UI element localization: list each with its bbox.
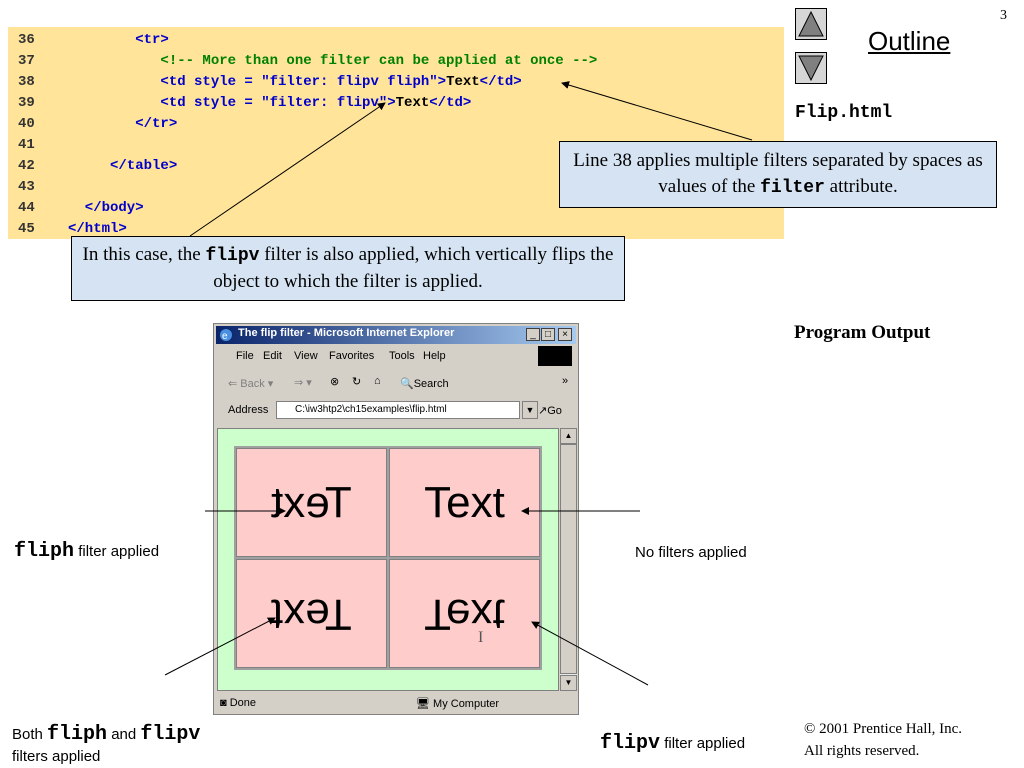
arrow-callout-line38 <box>561 81 753 141</box>
code-text: </html> <box>68 221 127 237</box>
line-number: 37 <box>18 53 35 69</box>
line-number: 45 <box>18 221 35 237</box>
menu-file[interactable]: File <box>236 350 254 362</box>
menu-view[interactable]: View <box>294 350 318 362</box>
flip-table: Text Text Text Text <box>234 446 542 670</box>
address-bar: Address C:\iw3htp2\ch15examples\flip.htm… <box>216 398 576 422</box>
svg-text:e: e <box>222 331 228 342</box>
next-slide-button[interactable] <box>795 52 827 84</box>
code-text: <!-- More than one filter can be applied… <box>68 53 598 69</box>
toolbar: ⇐ Back ▾ ⇒ ▾ ⊗ ↻ ⌂ 🔍Search » <box>216 372 576 396</box>
code-text: <tr> <box>68 32 169 48</box>
address-dropdown-button[interactable]: ▼ <box>522 401 538 419</box>
status-zone: 🖥 My Computer <box>416 698 500 710</box>
line-number: 41 <box>18 137 35 153</box>
line-number: 44 <box>18 200 35 216</box>
flipv-fliph-cell: Text <box>236 559 387 668</box>
menu-tools[interactable]: Tools <box>389 350 415 362</box>
ie-icon: e <box>219 328 233 342</box>
home-icon[interactable]: ⌂ <box>374 375 381 387</box>
code-text: </table> <box>68 158 178 174</box>
toolbar-more-icon[interactable]: » <box>562 375 569 387</box>
minimize-button[interactable]: _ <box>526 328 540 341</box>
browser-window: e The flip filter - Microsoft Internet E… <box>213 323 579 715</box>
flipv-annotation: flipv filter applied <box>600 732 746 755</box>
arrow-callout-flipv <box>189 102 386 237</box>
forward-button[interactable]: ⇒ ▾ <box>294 377 312 389</box>
code-text: </body> <box>68 200 144 216</box>
nofilters-annotation: No filters applied <box>635 544 747 561</box>
callout-line38: Line 38 applies multiple filters separat… <box>559 141 997 208</box>
program-output-heading: Program Output <box>794 322 931 343</box>
line-number: 43 <box>18 179 35 195</box>
fliph-cell: Text <box>236 448 387 557</box>
triangle-up-icon <box>798 10 824 37</box>
outline-link[interactable]: Outline <box>868 26 951 56</box>
menu-favorites[interactable]: Favorites <box>329 350 375 362</box>
menu-help[interactable]: Help <box>423 350 446 362</box>
code-text: </tr> <box>68 116 178 132</box>
line-number: 36 <box>18 32 35 48</box>
arrow-both <box>164 617 276 676</box>
callout-flipv: In this case, the flipv filter is also a… <box>71 236 625 301</box>
close-button[interactable]: × <box>558 328 572 341</box>
title-bar: e The flip filter - Microsoft Internet E… <box>216 326 576 344</box>
text-cursor-icon: I <box>478 629 483 646</box>
menu-edit[interactable]: Edit <box>263 350 282 362</box>
line-number: 39 <box>18 95 35 111</box>
triangle-down-icon <box>798 55 824 82</box>
scroll-thumb[interactable] <box>560 444 577 674</box>
flipv-cell: Text <box>389 559 540 668</box>
previous-slide-button[interactable] <box>795 8 827 40</box>
scroll-down-button[interactable]: ▼ <box>560 675 577 691</box>
windows-logo-icon <box>538 346 572 366</box>
go-button[interactable]: ↗Go <box>538 405 562 417</box>
menu-bar: File Edit View Favorites Tools Help <box>216 346 576 368</box>
address-input[interactable]: C:\iw3htp2\ch15examples\flip.html <box>276 401 520 419</box>
scroll-up-button[interactable]: ▲ <box>560 428 577 444</box>
arrow-flipv <box>531 621 649 686</box>
vertical-scrollbar[interactable]: ▲ ▼ <box>560 428 577 691</box>
status-bar: ◙ Done 🖥 My Computer <box>216 695 576 713</box>
back-button[interactable]: ⇐ Back ▾ <box>228 378 274 390</box>
page-viewport: Text Text Text Text <box>217 428 559 691</box>
window-title: The flip filter - Microsoft Internet Exp… <box>238 327 455 339</box>
page-number: 3 <box>1000 8 1007 23</box>
search-button[interactable]: 🔍Search <box>400 378 449 390</box>
line-number: 42 <box>18 158 35 174</box>
code-text: <td style = "filter: flipv">Text</td> <box>68 95 472 111</box>
line-number: 38 <box>18 74 35 90</box>
fliph-annotation: fliph filter applied <box>14 540 160 563</box>
stop-icon[interactable]: ⊗ <box>330 376 340 388</box>
nofilter-cell: Text <box>389 448 540 557</box>
maximize-button[interactable]: □ <box>541 328 555 341</box>
line-number: 40 <box>18 116 35 132</box>
copyright: © 2001 Prentice Hall, Inc. All rights re… <box>804 721 963 759</box>
file-label: Flip.html <box>795 103 893 123</box>
address-label: Address <box>228 404 269 416</box>
code-text: <td style = "filter: flipv fliph">Text</… <box>68 74 522 90</box>
status-done: ◙ Done <box>220 697 256 709</box>
refresh-icon[interactable]: ↻ <box>352 376 362 388</box>
code-listing: 36 <tr> 37 <!-- More than one filter can … <box>8 27 784 239</box>
